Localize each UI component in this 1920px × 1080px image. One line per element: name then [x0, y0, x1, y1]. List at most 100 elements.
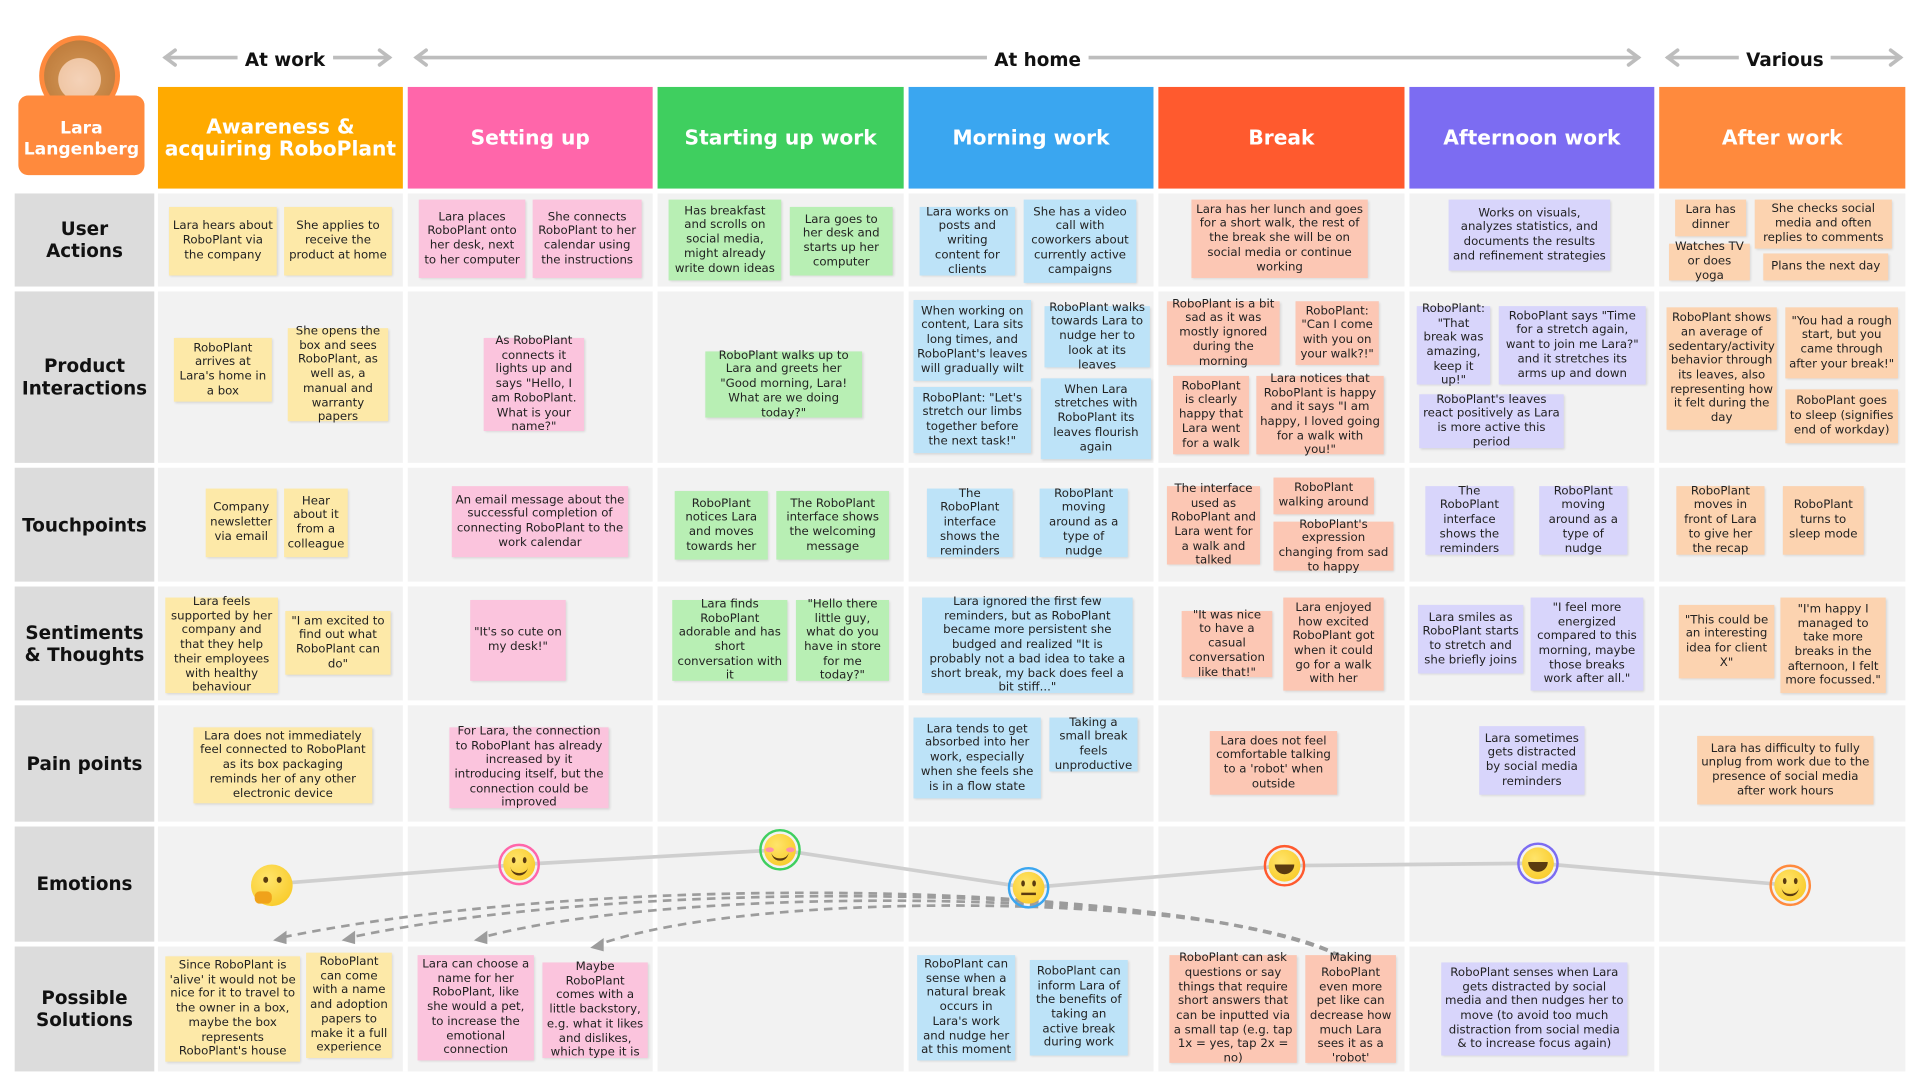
sticky-note: The interface used as RoboPlant and Lara…: [1166, 482, 1261, 567]
sticky-note: "I feel more energized compared to this …: [1530, 597, 1644, 691]
sticky-note: Lara goes to her desk and starts up her …: [789, 206, 893, 276]
slightly-smiling-face-icon: [1774, 869, 1807, 902]
sticky-note: RoboPlant's expression changing from sad…: [1273, 517, 1394, 574]
phase-morning-work-label: Morning work: [952, 125, 1110, 150]
phase-starting-up-work-label: Starting up work: [684, 125, 877, 150]
smile-icon: [1781, 887, 1799, 897]
row-user-actions-label: User Actions: [46, 217, 123, 263]
sticky-note: When Lara stretches with RoboPlant its l…: [1040, 378, 1152, 460]
sticky-note: Maybe RoboPlant comes with a little back…: [542, 960, 648, 1060]
sticky-note: Lara hears about RoboPlant via the compa…: [168, 206, 277, 276]
row-sentiments: Sentiments & Thoughts: [14, 586, 155, 701]
sticky-note: Lara smiles as RoboPlant starts to stret…: [1417, 604, 1524, 674]
phase-morning-work: Morning work: [908, 86, 1154, 189]
arrow-work-right-head: [377, 48, 393, 67]
sticky-note: Lara tends to get absorbed into her work…: [913, 717, 1041, 799]
sticky-note: The RoboPlant interface shows the remind…: [1425, 485, 1514, 555]
sticky-note: RoboPlant notices Lara and moves towards…: [674, 491, 768, 560]
smile-icon: [510, 866, 528, 876]
grinning-face-ring-icon: [1263, 844, 1306, 887]
row-solutions: Possible Solutions: [14, 946, 155, 1072]
phase-setting-up-label: Setting up: [470, 125, 590, 150]
smile-icon: [771, 851, 789, 861]
eye-icon: [1021, 880, 1025, 887]
sticky-note: RoboPlant goes to sleep (signifies end o…: [1785, 389, 1898, 444]
sticky-note: Lara finds RoboPlant adorable and has sh…: [672, 597, 788, 683]
eye-icon: [522, 857, 527, 864]
phase-starting-up-work: Starting up work: [657, 86, 904, 189]
persona-card: [18, 95, 145, 176]
arrowhead: [590, 937, 604, 952]
sticky-note: RoboPlant can sense when a natural break…: [917, 955, 1016, 1061]
thinking-hand-icon: [254, 891, 272, 904]
row-product-interactions-label: Product Interactions: [21, 355, 148, 400]
sticky-note: Lara works on posts and writing content …: [919, 205, 1016, 276]
sticky-note: RoboPlant's leaves react positively as L…: [1419, 393, 1564, 449]
row-product-interactions: Product Interactions: [14, 291, 155, 463]
sticky-note: Since RoboPlant is 'alive' it would not …: [165, 956, 301, 1062]
sticky-note: "It was nice to have a casual conversati…: [1181, 608, 1273, 679]
dashed-arrow: [347, 894, 1342, 958]
sticky-note: An email message about the successful co…: [451, 486, 629, 558]
sticky-note: RoboPlant moves in front of Lara to give…: [1676, 485, 1765, 555]
phase-awareness-label: Awareness & acquiring RoboPlant: [164, 115, 397, 160]
sticky-note: Lara places RoboPlant onto her desk, nex…: [418, 199, 526, 278]
row-solutions-label: Possible Solutions: [36, 986, 133, 1032]
slightly-smiling-face-ring-icon: [1769, 864, 1812, 907]
persona-name: Lara Langenberg: [23, 118, 140, 159]
row-pain-points-label: Pain points: [26, 752, 143, 775]
dashed-arrow: [479, 899, 1342, 958]
sticky-note: Lara feels supported by her company and …: [165, 595, 278, 695]
sticky-note: RoboPlant: "That break was amazing, keep…: [1416, 302, 1491, 387]
sticky-note: Taking a small break feels unproductive: [1049, 716, 1138, 772]
row-touchpoints: Touchpoints: [14, 467, 155, 582]
mouth-icon: [1021, 892, 1036, 896]
thinking-eye-icon: [276, 876, 282, 883]
arrow-various-right-head: [1888, 48, 1904, 67]
sticky-note: RoboPlant walking around: [1273, 477, 1374, 515]
location-at-home: At home: [986, 48, 1089, 72]
sticky-note: She has a video call with coworkers abou…: [1023, 199, 1137, 283]
sticky-note: "You had a rough start, but you came thr…: [1785, 307, 1898, 379]
smiling-face-ring-icon: [759, 828, 801, 871]
dashed-arrow: [278, 891, 1342, 958]
sticky-note: RoboPlant senses when Lara gets distract…: [1441, 962, 1628, 1056]
sticky-note: RoboPlant turns to sleep mode: [1782, 486, 1864, 555]
arrowhead: [273, 930, 287, 945]
row-touchpoints-label: Touchpoints: [22, 513, 147, 536]
arrow-various-left-head: [1664, 48, 1680, 67]
sticky-note: RoboPlant moving around as a type of nud…: [1539, 485, 1628, 555]
sticky-note: Making RoboPlant even more pet like can …: [1305, 952, 1396, 1065]
phase-awareness: Awareness & acquiring RoboPlant: [157, 86, 403, 189]
sticky-note: When working on content, Lara sits long …: [913, 300, 1032, 381]
sticky-note: Lara notices that RoboPlant is happy and…: [1256, 372, 1384, 457]
sticky-note: "This could be an interesting idea for c…: [1678, 604, 1775, 679]
sticky-note: Lara has her lunch and goes for a short …: [1191, 199, 1368, 278]
location-various: Various: [1738, 48, 1832, 72]
sticky-note: For Lara, the connection to RoboPlant ha…: [449, 725, 609, 810]
smile-icon: [1528, 862, 1548, 872]
arrow-home-left-head: [413, 48, 428, 67]
row-emotions: Emotions: [14, 826, 155, 942]
arrow-home-right-head: [1626, 48, 1642, 67]
row-pain-points: Pain points: [14, 705, 155, 822]
phase-break-label: Break: [1248, 125, 1315, 150]
sticky-note: Plans the next day: [1763, 253, 1889, 281]
arrowhead: [341, 930, 356, 945]
slightly-smiling-face-icon: [503, 848, 536, 881]
phase-break: Break: [1158, 86, 1405, 189]
sticky-note: She checks social media and often replie…: [1754, 199, 1892, 249]
sticky-note: Lara enjoyed how excited RoboPlant got w…: [1283, 597, 1384, 691]
sticky-note: She applies to receive the product at ho…: [284, 206, 392, 276]
sticky-note: The RoboPlant interface shows the remind…: [926, 487, 1013, 558]
neutral-face-ring-icon: [1007, 866, 1050, 909]
eye-icon: [1793, 877, 1798, 885]
sticky-note: She opens the box and sees RoboPlant, as…: [287, 325, 389, 424]
sticky-note: Hear about it from a colleague: [284, 488, 348, 558]
sticky-note: RoboPlant can come with a name and adopt…: [306, 952, 392, 1058]
sticky-note: RoboPlant is clearly happy that Lara wen…: [1173, 375, 1249, 455]
sticky-note: Lara does not immediately feel connected…: [193, 727, 373, 804]
arrowhead: [473, 930, 488, 945]
